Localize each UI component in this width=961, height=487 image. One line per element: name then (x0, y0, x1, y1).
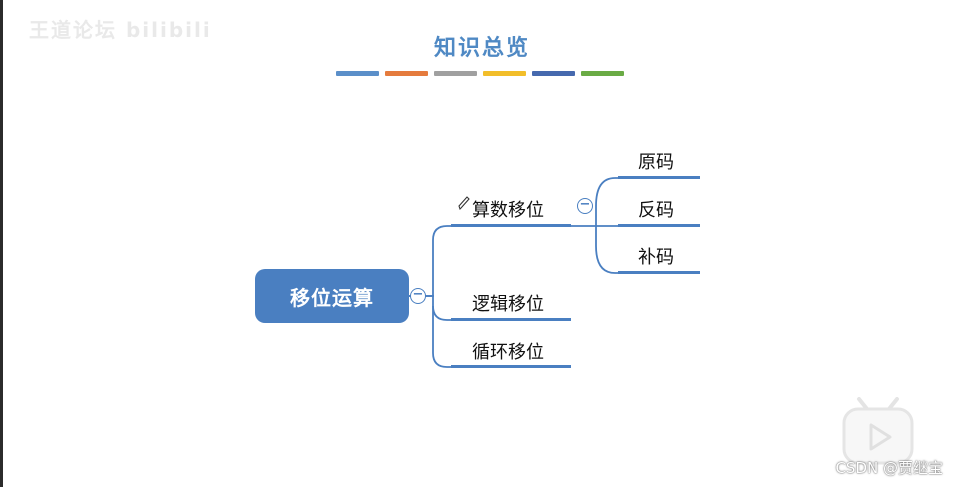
connector-arith-twos (595, 226, 618, 274)
color-bar (385, 71, 428, 76)
root-node[interactable]: 移位运算 (255, 269, 409, 323)
branch-underline (451, 224, 571, 227)
branch-label-logical[interactable]: 逻辑移位 (472, 294, 544, 315)
color-bar (532, 71, 575, 76)
sub-branch-underline (618, 176, 700, 179)
pencil-icon (458, 196, 470, 211)
branch-underline (451, 318, 571, 321)
title-color-bars (336, 71, 624, 76)
csdn-watermark: CSDN @贾继宝 (835, 459, 943, 477)
mindmap-connectors (409, 177, 618, 368)
color-bar (483, 71, 526, 76)
color-bar (336, 71, 379, 76)
arithmetic-collapse-toggle[interactable]: − (577, 198, 593, 214)
root-node-label: 移位运算 (290, 285, 374, 310)
branch-label-arithmetic[interactable]: 算数移位 (472, 200, 544, 221)
color-bar (434, 71, 477, 76)
sub-branch-underline (618, 271, 700, 274)
sub-branch-label-original[interactable]: 原码 (638, 152, 674, 173)
color-bar (581, 71, 624, 76)
root-collapse-toggle[interactable]: − (410, 288, 426, 304)
play-button-icon[interactable] (841, 397, 915, 467)
watermark: 王道论坛 bilibili (29, 18, 212, 42)
sub-branch-label-ones[interactable]: 反码 (638, 200, 674, 221)
connector-root-circular (432, 306, 451, 368)
branch-label-circular[interactable]: 循环移位 (472, 342, 544, 363)
connector-root-arithmetic (409, 225, 451, 297)
connector-arith-original (571, 177, 618, 227)
sub-branch-underline (618, 224, 700, 227)
page-title: 知识总览 (433, 36, 530, 61)
sub-branch-label-twos[interactable]: 补码 (638, 247, 674, 268)
branch-underline (451, 365, 571, 368)
